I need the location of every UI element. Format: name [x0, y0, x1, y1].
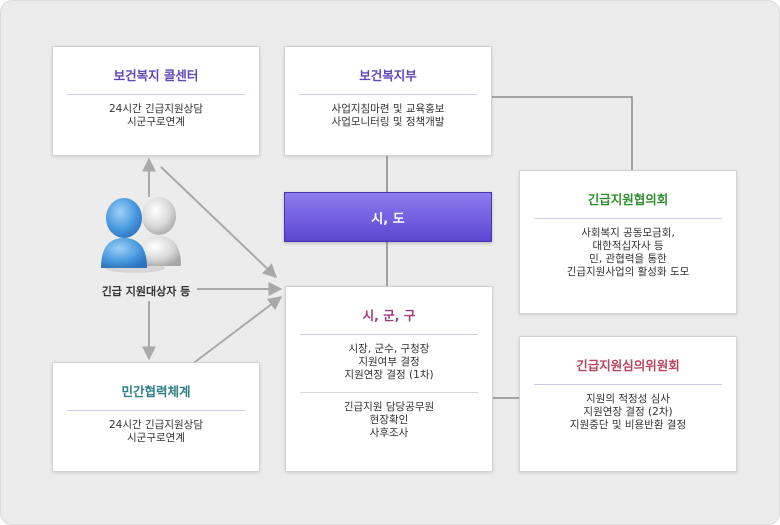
private-box: 민간협력체계 24시간 긴급지원상담 시군구로연계: [52, 362, 260, 472]
council-title: 긴급지원협의회: [534, 189, 722, 219]
private-line: 24시간 긴급지원상담: [109, 419, 203, 431]
connector-ministry-council: [491, 96, 633, 170]
council-line: 대한적십자사 등: [592, 240, 664, 252]
ministry-line: 사업모니터링 및 정책개발: [331, 116, 445, 128]
committee-title: 긴급지원심의위원회: [534, 355, 722, 385]
council-line: 민, 관협력을 통한: [589, 253, 667, 265]
call-center-title: 보건복지 콜센터: [67, 65, 245, 95]
committee-box: 긴급지원심의위원회 지원의 적정성 심사 지원연장 결정 (2차) 지원중단 및…: [519, 336, 737, 472]
council-box: 긴급지원협의회 사회복지 공동모금회, 대한적십자사 등 민, 관협력을 통한 …: [519, 170, 737, 314]
sigungu-box: 시, 군, 구 시장, 군수, 구청장 지원여부 결정 지원연장 결정 (1차)…: [285, 286, 493, 472]
council-line: 긴급지원사업의 활성화 도모: [566, 266, 690, 278]
sigungu-title: 시, 군, 구: [300, 305, 478, 335]
ministry-box: 보건복지부 사업지침마련 및 교육홍보 사업모니터링 및 정책개발: [284, 46, 492, 156]
sigungu-body-decision: 시장, 군수, 구청장 지원여부 결정 지원연장 결정 (1차): [286, 343, 492, 382]
sigungu-line: 지원여부 결정: [358, 356, 420, 368]
target-label: 긴급 지원대상자 등: [101, 285, 191, 298]
ministry-line: 사업지침마련 및 교육홍보: [331, 103, 445, 115]
committee-body: 지원의 적정성 심사 지원연장 결정 (2차) 지원중단 및 비용반환 결정: [520, 393, 736, 432]
committee-line: 지원의 적정성 심사: [586, 393, 670, 405]
private-title: 민간협력체계: [67, 381, 245, 411]
sigungu-body-officer: 긴급지원 담당공무원 현장확인 사후조사: [286, 401, 492, 440]
private-line: 시군구로연계: [127, 432, 185, 444]
sigungu-line: 시장, 군수, 구청장: [348, 343, 430, 355]
council-line: 사회복지 공동모금회,: [581, 227, 675, 239]
ministry-body: 사업지침마련 및 교육홍보 사업모니터링 및 정책개발: [285, 103, 491, 129]
sigungu-line: 현장확인: [369, 414, 409, 426]
people-icon: [101, 197, 181, 273]
sido-box: 시, 도: [284, 192, 492, 242]
sigungu-divider: [300, 392, 478, 393]
committee-line: 지원연장 결정 (2차): [583, 406, 673, 418]
sigungu-line: 지원연장 결정 (1차): [344, 369, 434, 381]
council-body: 사회복지 공동모금회, 대한적십자사 등 민, 관협력을 통한 긴급지원사업의 …: [520, 227, 736, 279]
sigungu-line: 사후조사: [369, 427, 409, 439]
call-center-line: 24시간 긴급지원상담: [109, 103, 203, 115]
committee-line: 지원중단 및 비용반환 결정: [569, 419, 687, 431]
call-center-box: 보건복지 콜센터 24시간 긴급지원상담 시군구로연계: [52, 46, 260, 156]
arrow-call-center-sigungu: [160, 166, 278, 278]
sigungu-line: 긴급지원 담당공무원: [343, 401, 435, 413]
ministry-title: 보건복지부: [299, 65, 477, 95]
call-center-line: 시군구로연계: [127, 116, 185, 128]
private-body: 24시간 긴급지원상담 시군구로연계: [53, 419, 259, 445]
call-center-body: 24시간 긴급지원상담 시군구로연계: [53, 103, 259, 129]
arrow-private-sigungu: [190, 296, 283, 366]
